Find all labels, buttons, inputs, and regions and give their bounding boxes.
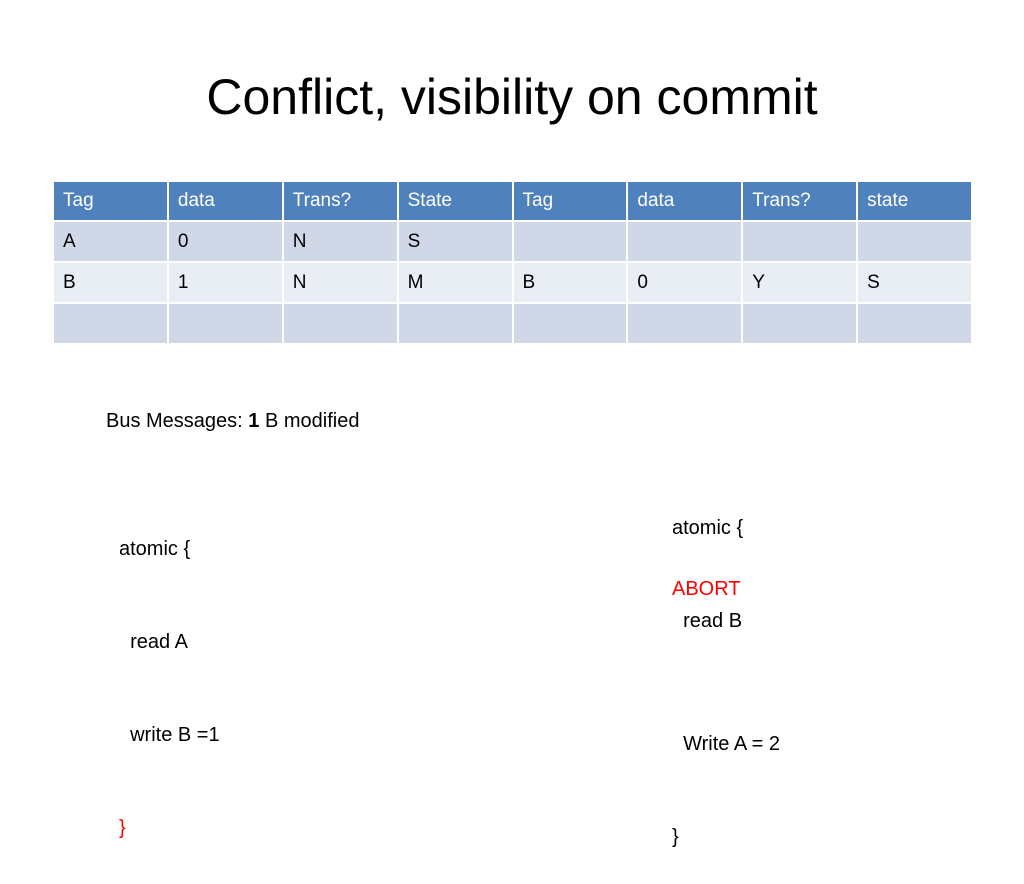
table-cell xyxy=(511,220,629,263)
table-cell xyxy=(52,302,169,345)
table-cell xyxy=(856,220,973,263)
table-cell xyxy=(396,302,514,345)
header-cell-trans-2: Trans? xyxy=(741,180,859,222)
table-cell: Y xyxy=(741,261,859,304)
table-header-row: Tag data Trans? State Tag data Trans? st… xyxy=(52,180,973,222)
bus-messages-text: B modified xyxy=(259,410,360,432)
table-cell: N xyxy=(281,220,399,263)
table-cell: 1 xyxy=(166,261,284,304)
table-cell xyxy=(511,302,629,345)
table-cell xyxy=(166,302,284,345)
table-cell: 0 xyxy=(626,261,744,304)
code-line: atomic { xyxy=(672,517,744,539)
bus-messages-count: 1 xyxy=(248,410,260,432)
header-cell-state: State xyxy=(396,180,514,222)
table-cell xyxy=(741,220,859,263)
table-cell: N xyxy=(281,261,399,304)
code-line: atomic { xyxy=(119,538,191,560)
table-cell: B xyxy=(52,261,169,304)
code-line: write B =1 xyxy=(119,724,220,746)
slide-title: Conflict, visibility on commit xyxy=(206,69,818,125)
left-transaction-code: atomic { read A write B =1 } xyxy=(119,472,220,875)
code-close-brace: } xyxy=(119,817,126,839)
table-cell: S xyxy=(396,220,514,263)
code-line: read A xyxy=(119,631,188,653)
abort-label: ABORT xyxy=(672,578,741,600)
code-close-brace: } xyxy=(672,826,679,848)
header-cell-tag: Tag xyxy=(52,180,169,222)
table-cell: B xyxy=(511,261,629,304)
right-transaction-code: atomic { read B xyxy=(672,451,743,668)
header-cell-state-2: state xyxy=(856,180,973,222)
bus-messages-label: Bus Messages: xyxy=(106,410,249,432)
header-cell-data: data xyxy=(166,180,284,222)
table-cell xyxy=(281,302,399,345)
table-cell xyxy=(856,302,973,345)
table-cell xyxy=(741,302,859,345)
table-cell: M xyxy=(396,261,514,304)
table-cell: S xyxy=(856,261,973,304)
header-cell-trans: Trans? xyxy=(281,180,399,222)
table-cell xyxy=(626,220,744,263)
table-cell: A xyxy=(52,220,169,263)
table-row: B 1 N M B 0 Y S xyxy=(52,261,973,304)
table-cell xyxy=(626,302,744,345)
header-cell-data-2: data xyxy=(626,180,744,222)
right-transaction-code-tail: Write A = 2 } xyxy=(672,667,780,884)
code-line: read B xyxy=(672,610,743,632)
bus-messages: Bus Messages: 1 B modified xyxy=(106,406,359,437)
table-row xyxy=(52,302,973,345)
table-cell: 0 xyxy=(166,220,284,263)
cache-state-table: Tag data Trans? State Tag data Trans? st… xyxy=(52,180,973,345)
code-line: Write A = 2 xyxy=(672,733,781,755)
header-cell-tag-2: Tag xyxy=(511,180,629,222)
table-row: A 0 N S xyxy=(52,220,973,263)
